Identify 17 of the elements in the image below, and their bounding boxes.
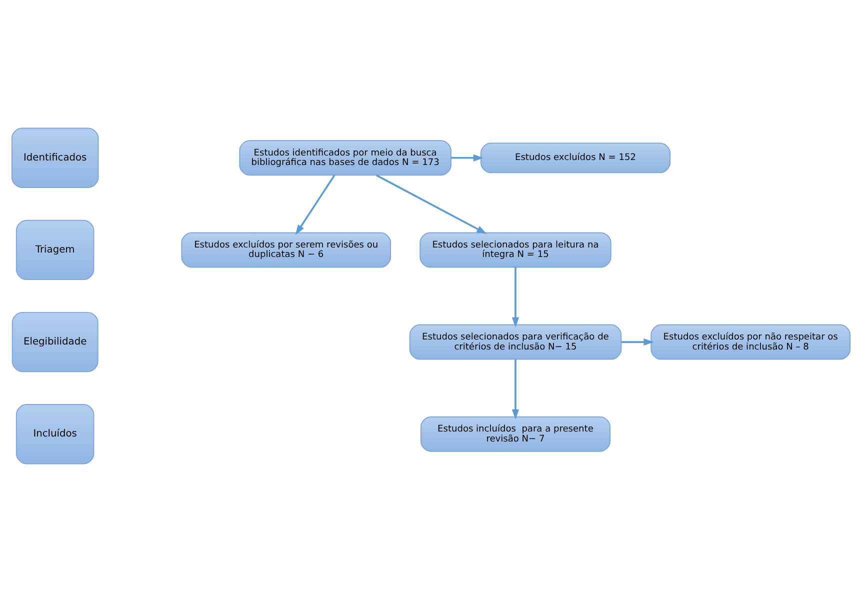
node-box: Estudos incluídos para a presente revisão N− 7 bbox=[420, 416, 610, 452]
arrow bbox=[376, 174, 487, 234]
node-box: Incluídos bbox=[16, 404, 94, 464]
arrow bbox=[295, 174, 336, 235]
node-box: Estudos identificados por meio da busca bibliográfica nas bases de dados N = 173 bbox=[239, 140, 452, 176]
node-box: Triagem bbox=[16, 220, 94, 280]
arrow bbox=[621, 338, 654, 346]
arrow bbox=[512, 359, 520, 420]
node-box: Estudos selecionados para leitura na íntegra N = 15 bbox=[420, 232, 612, 268]
node-box: Estudos excluídos por não respeitar os critérios de inclusão N – 8 bbox=[650, 324, 851, 360]
node-box: Estudos excluídos N = 152 bbox=[480, 142, 671, 174]
arrow bbox=[512, 267, 520, 328]
node-box: Identificados bbox=[11, 128, 99, 188]
node-box: Estudos excluídos por serem revisões ou duplicatas N − 6 bbox=[181, 232, 391, 268]
arrow bbox=[450, 154, 484, 162]
node-box: Estudos selecionados para verificação de critérios de inclusão N− 15 bbox=[409, 324, 622, 360]
node-box: Elegibilidade bbox=[12, 312, 98, 372]
